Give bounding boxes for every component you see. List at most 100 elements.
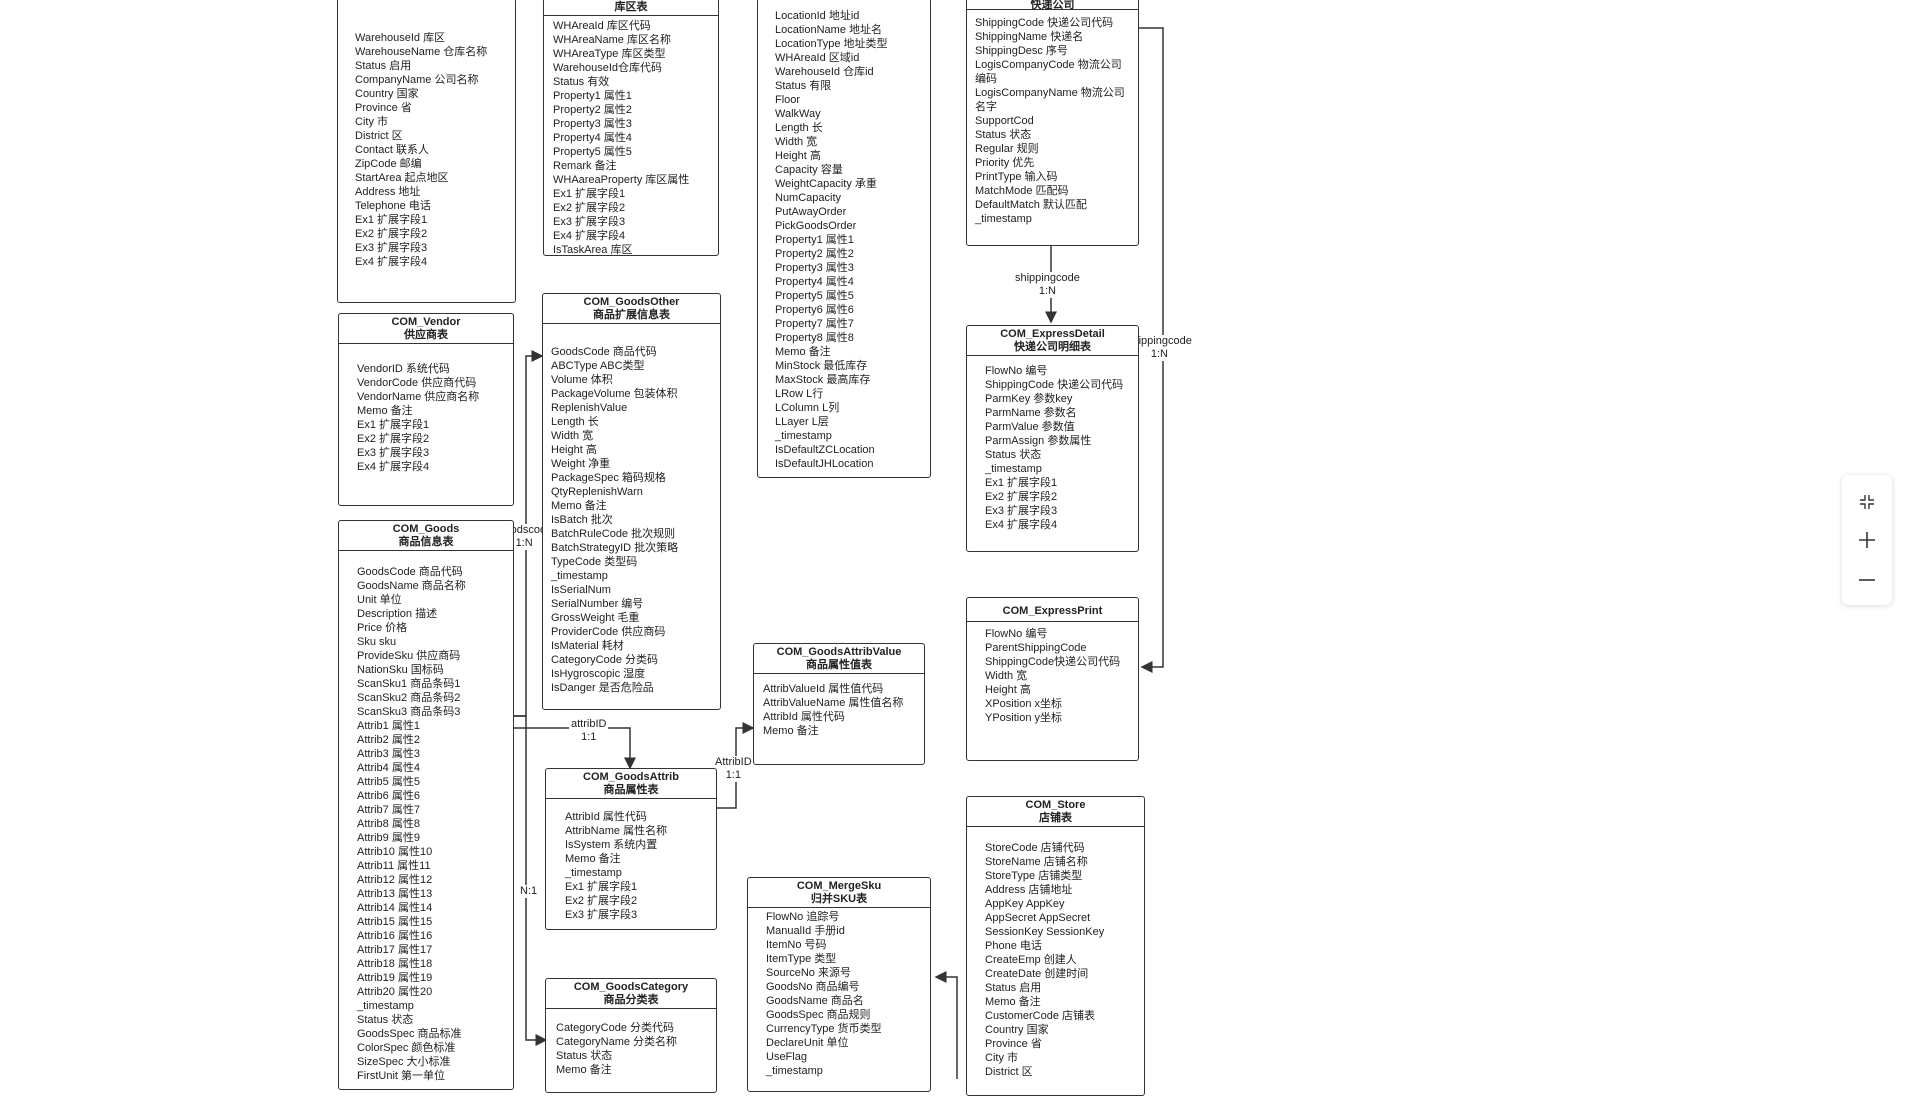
field-row: GrossWeight 毛重: [551, 612, 640, 624]
field-row: Attrib2 属性2: [357, 734, 420, 746]
table-com-goodsattribvalue[interactable]: COM_GoodsAttribValue 商品属性值表 AttribValueI…: [753, 643, 925, 765]
table-title: COM_ExpressPrint: [1002, 605, 1103, 617]
table-title: COM_Goods: [392, 523, 460, 535]
field-row: _timestamp: [985, 463, 1042, 475]
table-subtitle: 供应商表: [404, 329, 448, 341]
field-row: StoreType 店铺类型: [985, 870, 1083, 882]
table-subtitle: 快递公司明细表: [1014, 341, 1091, 353]
field-row: City 市: [355, 116, 388, 128]
field-row: Sku sku: [357, 636, 397, 648]
field-row: PackageVolume 包装体积: [551, 388, 678, 400]
field-row: ProviderCode 供应商码: [551, 626, 666, 638]
table-location[interactable]: LocationId 地址id LocationName 地址名 Locatio…: [757, 0, 931, 478]
field-row: GoodsNo 商品编号: [766, 981, 860, 993]
field-row: Ex4 扩展字段4: [357, 461, 430, 473]
field-row: Capacity 容量: [775, 164, 843, 176]
field-row: LogisCompanyName 物流公司名字: [975, 87, 1125, 113]
field-row: ItemNo 号码: [766, 939, 827, 951]
table-com-goods[interactable]: COM_Goods 商品信息表 GoodsCode 商品代码 GoodsName…: [338, 520, 514, 1090]
field-row: Attrib6 属性6: [357, 790, 420, 802]
field-row: ItemType 类型: [766, 953, 837, 965]
table-com-mergesku[interactable]: COM_MergeSku 归并SKU表 FlowNo 追踪号 ManualId …: [747, 877, 931, 1092]
table-title: COM_GoodsOther: [583, 296, 680, 308]
field-row: WHAreaName 库区名称: [553, 34, 671, 46]
field-row: District 区: [985, 1066, 1033, 1078]
table-com-goodsattrib[interactable]: COM_GoodsAttrib 商品属性表 AttribId 属性代码 Attr…: [545, 768, 717, 930]
field-row: GoodsCode 商品代码: [551, 346, 657, 358]
field-row: ParmName 参数名: [985, 407, 1077, 419]
field-row: IsDefaultZCLocation: [775, 444, 875, 456]
field-row: Memo 备注: [985, 996, 1041, 1008]
field-row: WarehouseId 库区: [355, 32, 446, 44]
table-com-goodsother[interactable]: COM_GoodsOther 商品扩展信息表 GoodsCode 商品代码 AB…: [542, 293, 721, 710]
field-row: Attrib10 属性10: [357, 846, 433, 858]
field-row: Attrib4 属性4: [357, 762, 420, 774]
field-list: ShippingCode 快递公司代码 ShippingName 快递名 Shi…: [967, 10, 1138, 226]
field-row: AttribValueName 属性值名称: [763, 697, 904, 709]
table-com-store[interactable]: COM_Store 店铺表 StoreCode 店铺代码 StoreName 店…: [966, 796, 1145, 1096]
field-row: AttribValueId 属性值代码: [763, 683, 884, 695]
field-row: BatchStrategyID 批次策略: [551, 542, 679, 554]
field-row: PrintType 输入码: [975, 171, 1058, 183]
field-row: WHAreaId 库区代码: [553, 20, 651, 32]
field-row: Attrib20 属性20: [357, 986, 433, 998]
field-row: GoodsName 商品名: [766, 995, 864, 1007]
field-row: Price 价格: [357, 622, 408, 634]
relation-field: attribID: [571, 718, 607, 730]
field-row: Attrib8 属性8: [357, 818, 420, 830]
field-row: Ex1 扩展字段1: [355, 214, 428, 226]
field-row: BatchRuleCode 批次规则: [551, 528, 676, 540]
field-list: VendorID 系统代码 VendorCode 供应商代码 VendorNam…: [339, 344, 513, 474]
field-row: Memo 备注: [551, 500, 607, 512]
field-row: Attrib13 属性13: [357, 888, 433, 900]
table-com-vendor[interactable]: COM_Vendor 供应商表 VendorID 系统代码 VendorCode…: [338, 313, 514, 506]
zoom-out-icon[interactable]: [1842, 561, 1892, 599]
table-com-expressdetail[interactable]: COM_ExpressDetail 快递公司明细表 FlowNo 编号 Ship…: [966, 325, 1139, 552]
field-row: Ex4 扩展字段4: [553, 230, 626, 242]
table-title: COM_GoodsCategory: [573, 981, 689, 993]
field-row: Priority 优先: [975, 157, 1035, 169]
table-com-expressprint[interactable]: COM_ExpressPrint FlowNo 编号 ParentShippin…: [966, 597, 1139, 761]
field-row: ParentShippingCode: [985, 642, 1087, 654]
field-row: IsSerialNum: [551, 584, 611, 596]
table-com-goodscategory[interactable]: COM_GoodsCategory 商品分类表 CategoryCode 分类代…: [545, 978, 717, 1093]
field-row: CompanyName 公司名称: [355, 74, 479, 86]
field-row: ParmAssign 参数属性: [985, 435, 1092, 447]
field-row: ScanSku1 商品条码1: [357, 678, 461, 690]
field-row: Property3 属性3: [553, 118, 632, 130]
field-row: ManualId 手册id: [766, 925, 845, 937]
table-wharea[interactable]: 库区表 WHAreaId 库区代码 WHAreaName 库区名称 WHArea…: [543, 0, 719, 256]
zoom-in-icon[interactable]: [1842, 521, 1892, 559]
table-header: COM_ExpressDetail 快递公司明细表: [967, 326, 1138, 356]
table-title: COM_Store: [1025, 799, 1086, 811]
field-row: Ex1 扩展字段1: [985, 477, 1058, 489]
field-row: FirstUnit 第一单位: [357, 1070, 445, 1082]
table-subtitle: 库区表: [614, 1, 648, 13]
relation-label-n1: N:1: [518, 885, 540, 898]
table-warehouse[interactable]: WarehouseId 库区 WarehouseName 仓库名称 Status…: [337, 0, 516, 303]
field-row: AppSecret AppSecret: [985, 912, 1091, 924]
field-row: District 区: [355, 130, 403, 142]
field-row: Property7 属性7: [775, 318, 854, 330]
field-row: GoodsCode 商品代码: [357, 566, 463, 578]
field-row: Status 状态: [556, 1050, 613, 1062]
field-row: SourceNo 来源号: [766, 967, 851, 979]
field-list: GoodsCode 商品代码 GoodsName 商品名称 Unit 单位 De…: [339, 551, 513, 1083]
field-row: Ex3 扩展字段3: [565, 909, 638, 921]
field-row: ParmKey 参数key: [985, 393, 1073, 405]
field-row: Height 高: [985, 684, 1031, 696]
field-row: MaxStock 最高库存: [775, 374, 871, 386]
collapse-icon[interactable]: [1842, 483, 1892, 521]
field-row: Attrib14 属性14: [357, 902, 433, 914]
table-subtitle: 店铺表: [1039, 812, 1072, 824]
field-row: LocationName 地址名: [775, 24, 882, 36]
field-row: ShippingCode 快递公司代码: [975, 17, 1114, 29]
relation-cardinality: 1:N: [515, 537, 533, 549]
field-row: Memo 备注: [775, 346, 831, 358]
table-subtitle: 商品属性值表: [806, 659, 872, 671]
table-express[interactable]: 快递公司 ShippingCode 快递公司代码 ShippingName 快递…: [966, 0, 1139, 246]
field-list: FlowNo 编号 ShippingCode 快递公司代码 ParmKey 参数…: [967, 356, 1138, 532]
field-list: LocationId 地址id LocationName 地址名 Locatio…: [758, 0, 930, 471]
field-row: Height 高: [551, 444, 597, 456]
